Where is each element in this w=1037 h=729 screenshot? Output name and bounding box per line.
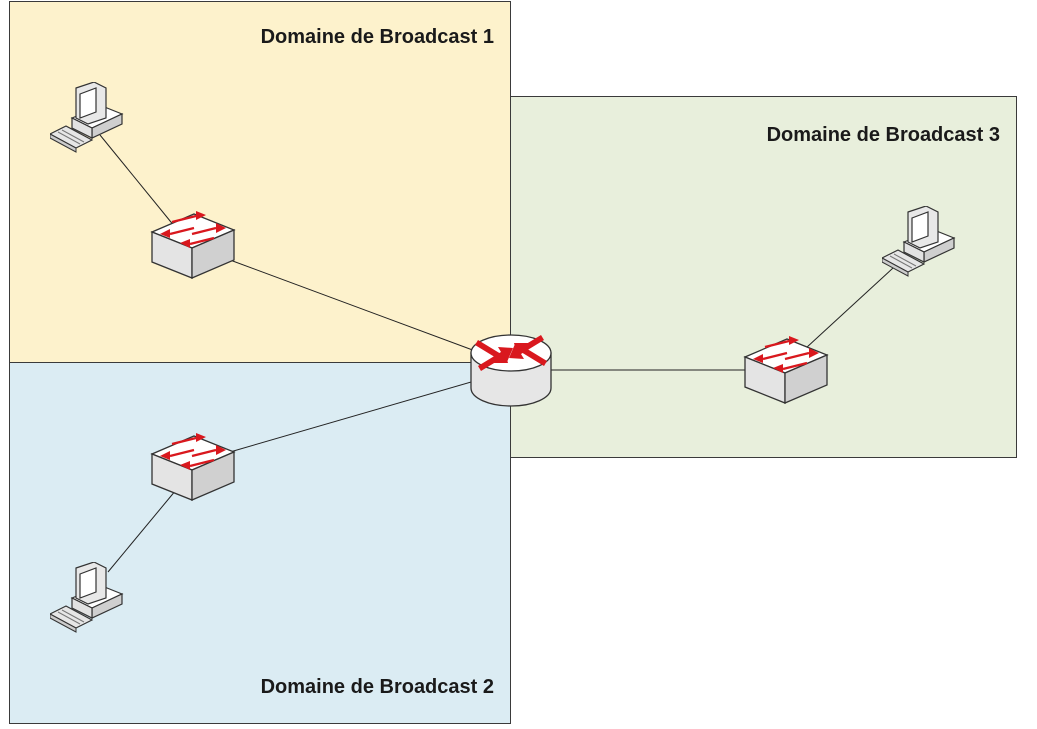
link-pc2-switch2 <box>107 489 177 573</box>
switch-icon[interactable] <box>150 208 236 280</box>
router-icon[interactable] <box>468 326 554 412</box>
broadcast-domain-2: Domaine de Broadcast 2 <box>9 362 511 724</box>
link-pc1-switch1 <box>99 134 176 228</box>
domain-2-label: Domaine de Broadcast 2 <box>260 676 494 698</box>
broadcast-domain-3: Domaine de Broadcast 3 <box>510 96 1017 458</box>
domain-1-label: Domaine de Broadcast 1 <box>260 26 494 48</box>
link-switch1-router <box>229 259 479 353</box>
link-switch2-router <box>229 379 479 453</box>
switch-icon[interactable] <box>743 333 829 405</box>
computer-icon[interactable] <box>50 82 125 154</box>
switch-icon[interactable] <box>150 430 236 502</box>
domain-3-label: Domaine de Broadcast 3 <box>766 124 1000 146</box>
link-switch3-pc3 <box>805 267 894 349</box>
broadcast-domain-1: Domaine de Broadcast 1 <box>9 1 511 363</box>
computer-icon[interactable] <box>882 206 957 278</box>
computer-icon[interactable] <box>50 562 125 634</box>
